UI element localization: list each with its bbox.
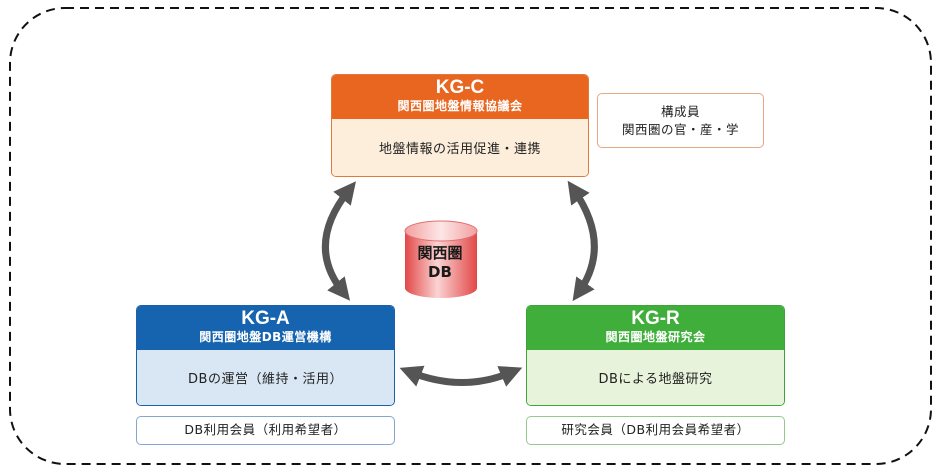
database-cylinder (404, 220, 478, 298)
kg-a-role: DBの運営（維持・活用） (137, 350, 394, 405)
kg-r-header: KG-R 関西圏地盤研究会 (527, 306, 784, 350)
database-label-line2: DB (428, 263, 452, 281)
members-note-line1: 構成員 (660, 104, 700, 119)
arrow-kga-kgr (399, 365, 523, 387)
kg-r-box: KG-R 関西圏地盤研究会 DBによる地盤研究 (526, 305, 785, 406)
kg-a-box: KG-A 関西圏地盤DB運営機構 DBの運営（維持・活用） (136, 305, 395, 406)
kg-r-role: DBによる地盤研究 (527, 350, 784, 405)
kg-r-code: KG-R (631, 308, 680, 329)
database-label-line1: 関西圏 (417, 244, 463, 262)
kg-r-members: 研究会員（DB利用会員希望者） (526, 416, 785, 445)
kg-c-header: KG-C 関西圏地盤情報協議会 (332, 75, 588, 119)
kg-a-header: KG-A 関西圏地盤DB運営機構 (137, 306, 394, 350)
kg-a-code: KG-A (241, 308, 290, 329)
kg-c-role: 地盤情報の活用促進・連携 (332, 119, 588, 176)
kg-c-box: KG-C 関西圏地盤情報協議会 地盤情報の活用促進・連携 (331, 74, 589, 177)
arrow-kgc-kga (322, 181, 356, 301)
outer-boundary (9, 7, 932, 465)
members-note-line2: 関西圏の官・産・学 (621, 122, 739, 137)
database-label: 関西圏 DB (401, 244, 479, 282)
kg-c-org-name: 関西圏地盤情報協議会 (397, 99, 523, 113)
kg-a-org-name: 関西圏地盤DB運営機構 (199, 330, 332, 344)
members-note: 構成員 関西圏の官・産・学 (597, 93, 764, 148)
kg-r-org-name: 関西圏地盤研究会 (605, 330, 706, 344)
kg-c-code: KG-C (435, 77, 485, 98)
kg-a-members: DB利用会員（利用希望者） (136, 416, 395, 445)
arrow-kgc-kgr (567, 180, 598, 302)
